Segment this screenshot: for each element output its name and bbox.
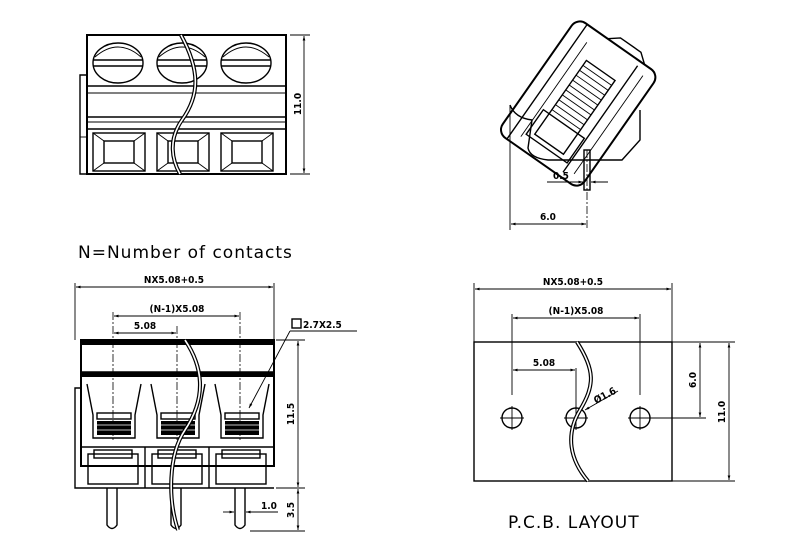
- break-line: [170, 34, 198, 175]
- wire-entry-size-callout: 2.7X2.5: [248, 318, 357, 409]
- wire-entry-window: [220, 132, 274, 172]
- front-height-dimensions: 11.5 3.5: [250, 339, 305, 532]
- pcb-layout-caption: P.C.B. LAYOUT: [508, 513, 640, 533]
- front-pitch-span-label: (N-1)X5.08: [150, 304, 205, 315]
- pcb-pitch-span-label: (N-1)X5.08: [549, 306, 604, 317]
- pcb-depth-label: 11.0: [717, 401, 728, 423]
- front-overall-width-dimension: NX5.08+0.5: [74, 275, 275, 340]
- pcb-hole-row-dimension: 6.0: [652, 341, 735, 419]
- pcb-pitch-dimension: 5.08: [513, 358, 577, 410]
- wire-entry-windows: [92, 132, 274, 172]
- pcb-layout-view: NX5.08+0.5 (N-1)X5.08 5.08: [473, 277, 735, 533]
- front-view: NX5.08+0.5 (N-1)X5.08 5.08 2.7X2.5: [74, 275, 357, 532]
- screw-head: [220, 42, 272, 84]
- hole-diameter-label: Ø1.6: [592, 385, 618, 407]
- side-pin-width-label: 0.5: [553, 171, 569, 182]
- pcb-pin: [106, 488, 118, 530]
- square-symbol-icon: [291, 318, 302, 329]
- top-view: 11.0: [79, 34, 310, 175]
- side-pin-offset-label: 6.0: [540, 212, 556, 223]
- side-view-body: [500, 20, 657, 187]
- n-definition-note: N=Number of contacts: [78, 243, 293, 263]
- top-height-dimension: 11.0: [290, 34, 310, 175]
- wire-entry-size-label: 2.7X2.5: [303, 320, 342, 331]
- wire-entry-window: [92, 132, 146, 172]
- pcb-hole: [500, 406, 524, 430]
- clamp-cavity: [86, 383, 142, 485]
- top-view-body: [86, 34, 287, 175]
- front-pin-width-dimension: 1.0: [223, 501, 278, 514]
- front-pitch-label: 5.08: [134, 321, 156, 332]
- pcb-pin: [234, 488, 246, 530]
- clamp-cavity: [214, 383, 270, 485]
- clamp-cavities: [86, 383, 270, 485]
- top-height-label: 11.0: [293, 93, 304, 115]
- screw-heads: [92, 42, 272, 84]
- screw-thread: [533, 59, 617, 156]
- side-view: 0.5 6.0: [500, 20, 657, 230]
- pcb-overall-width-dimension: NX5.08+0.5: [473, 277, 673, 342]
- front-pin-length-label: 3.5: [286, 502, 297, 518]
- pcb-pitch-label: 5.08: [533, 358, 555, 369]
- side-pin-width-dimension: 0.5: [547, 171, 608, 184]
- wire-entry-window: [156, 132, 210, 172]
- front-pin-width-label: 1.0: [261, 501, 277, 512]
- pcb-hole: [628, 406, 652, 430]
- pcb-hole-row-label: 6.0: [688, 372, 699, 388]
- side-pin-offset-dimension: 6.0: [509, 105, 586, 230]
- screw-head: [92, 42, 144, 84]
- screw-head: [156, 42, 208, 84]
- pcb-overall-width-label: NX5.08+0.5: [543, 277, 603, 288]
- front-body-height-label: 11.5: [286, 403, 297, 425]
- pcb-depth-dimension: 11.0: [672, 343, 735, 482]
- pcb-pitch-span-dimension: (N-1)X5.08: [511, 306, 641, 395]
- pcb-outline: [473, 341, 673, 482]
- front-overall-width-label: NX5.08+0.5: [144, 275, 204, 286]
